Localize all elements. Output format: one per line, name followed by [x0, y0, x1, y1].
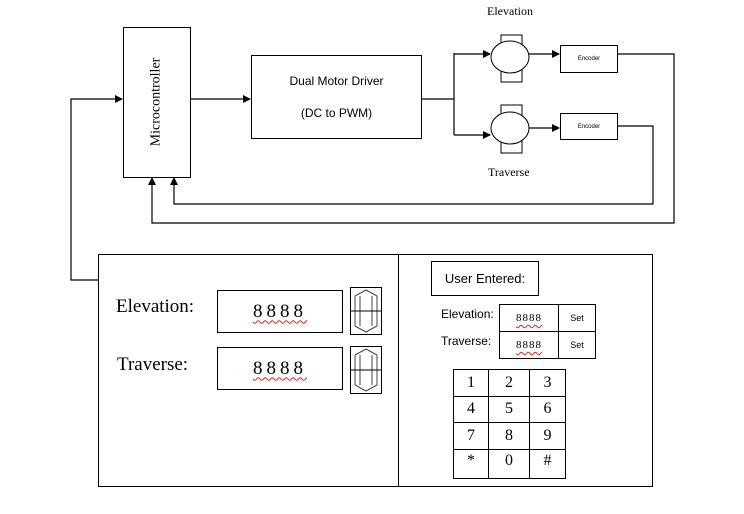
current-elevation-value: 8888	[253, 300, 307, 322]
key-star[interactable]: *	[453, 448, 489, 480]
user-traverse-label: Traverse:	[441, 334, 492, 348]
motor-driver-title: Dual Motor Driver	[289, 74, 384, 88]
traverse-motor-label: Traverse	[488, 165, 530, 179]
keypad-row: 4 5 6	[453, 395, 566, 424]
key-hash[interactable]: #	[529, 448, 566, 480]
key-0[interactable]: 0	[488, 448, 530, 480]
key-1[interactable]: 1	[453, 369, 489, 397]
key-8[interactable]: 8	[488, 422, 530, 450]
wire-traverse-feedback	[170, 125, 654, 205]
user-traverse-input[interactable]: 8888	[499, 331, 559, 359]
key-4[interactable]: 4	[453, 395, 489, 424]
user-entry-row: 8888 Set	[499, 331, 596, 359]
current-elevation-readout: 8888	[217, 290, 343, 333]
user-traverse-value: 8888	[516, 339, 542, 351]
set-traverse-button[interactable]: Set	[558, 331, 596, 359]
current-traverse-label: Traverse:	[117, 354, 189, 375]
microcontroller-label: Microcontroller	[148, 57, 164, 147]
motor-driver-subtitle: (DC to PWM)	[300, 106, 373, 120]
current-traverse-readout: 8888	[217, 347, 343, 390]
keypad-row: 7 8 9	[453, 422, 566, 450]
current-elevation-label: Elevation:	[116, 296, 195, 317]
user-elevation-value: 8888	[516, 312, 542, 324]
elevation-encoder-block: Encoder	[560, 45, 618, 73]
keypad: 1 2 3 4 5 6 7 8 9 * 0 #	[453, 369, 566, 480]
key-2[interactable]: 2	[488, 369, 530, 397]
panel-divider	[398, 254, 399, 487]
key-9[interactable]: 9	[529, 422, 566, 450]
key-7[interactable]: 7	[453, 422, 489, 450]
user-elevation-label: Elevation:	[441, 307, 494, 321]
wire-elevation-feedback	[148, 53, 675, 224]
key-6[interactable]: 6	[529, 395, 566, 424]
keypad-row: * 0 #	[453, 448, 566, 480]
set-elevation-button[interactable]: Set	[558, 304, 596, 332]
user-entry-row: 8888 Set	[499, 304, 596, 332]
microcontroller-block	[123, 27, 191, 178]
elevation-motor-label: Elevation	[487, 4, 533, 18]
elevation-encoder-label: Encoder	[577, 56, 601, 62]
user-entered-title: User Entered:	[444, 271, 526, 286]
elevation-spinner-icon[interactable]	[350, 287, 382, 335]
traverse-spinner-icon[interactable]	[350, 346, 382, 394]
user-elevation-input[interactable]: 8888	[499, 304, 559, 332]
wire-panel-to-microcontroller	[70, 95, 123, 281]
elevation-motor	[490, 34, 530, 83]
traverse-motor	[490, 104, 530, 154]
key-5[interactable]: 5	[488, 395, 530, 424]
user-entry-table: 8888 Set 8888 Set	[499, 304, 596, 359]
traverse-encoder-block: Encoder	[560, 113, 618, 140]
user-entered-header: User Entered:	[431, 261, 539, 296]
microcontroller-label-wrap: Microcontroller	[123, 27, 190, 177]
key-3[interactable]: 3	[529, 369, 566, 397]
traverse-encoder-label: Encoder	[577, 123, 601, 130]
keypad-row: 1 2 3	[453, 369, 566, 397]
current-traverse-value: 8888	[253, 357, 307, 379]
motor-driver-block: Dual Motor Driver (DC to PWM)	[251, 55, 422, 139]
